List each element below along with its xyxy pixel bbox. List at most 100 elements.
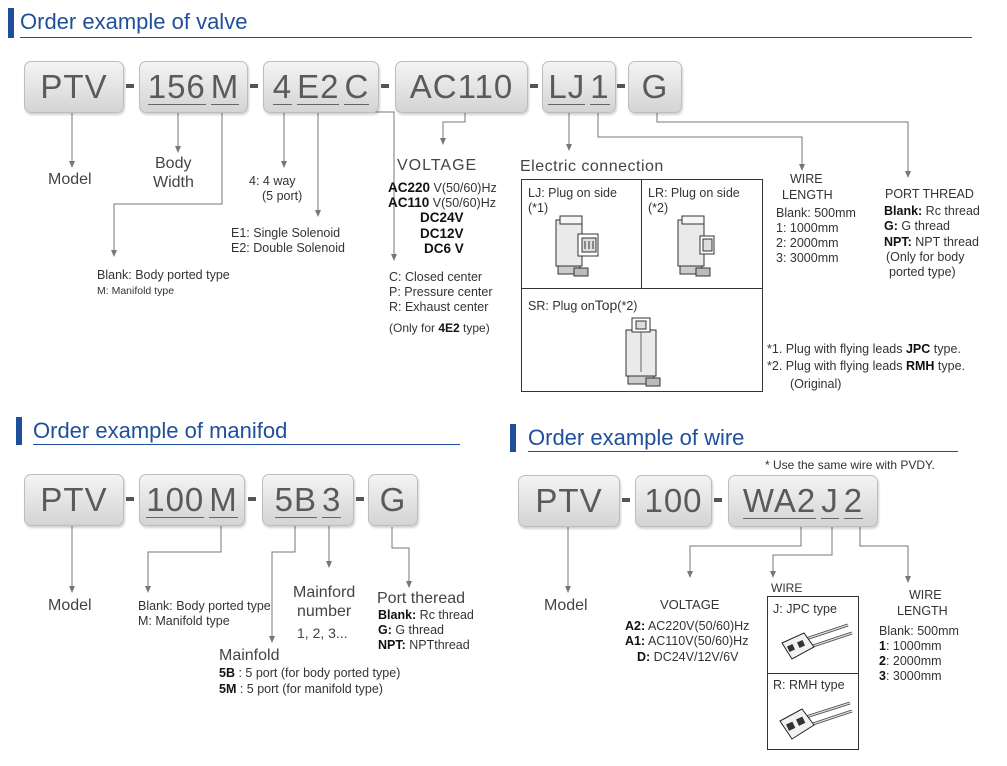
model-label: Model [48,171,92,188]
code-ptv: PTV [40,481,108,518]
dash [714,498,722,502]
port-thread-note2: ported type) [889,265,956,279]
voltage-hz: V(50/60)Hz [429,196,496,210]
wire-voltage-a1-code: A1: [625,634,646,648]
mainfold-5m-text: : 5 port [236,682,283,696]
body-type-blank: Blank: Body ported type [97,268,230,282]
dash [622,498,630,502]
mainford-number-title-1: Mainford [293,584,356,601]
center-p-text: Pressure center [400,285,493,299]
manifold-port-blank: Blank: Rc thread [378,608,474,623]
mainfold-5b-note: (for body ported type) [280,666,401,680]
dash [126,84,134,88]
wire-length-title-1: WIRE [790,172,823,186]
center-note-code: 4E2 [438,321,460,335]
code-100: 100 [644,482,703,519]
voltage-item: AC220 V(50/60)Hz [388,180,497,196]
body-type-m: M: Manifold type [97,285,175,297]
footnote-1-code: JPC [905,342,931,356]
wire-r-code: R: [773,678,786,692]
code-box-ptv: PTV [24,61,124,113]
body-width-label-1: Body [155,155,192,172]
sr-label: SR: Plug onTop(*2) [528,297,637,313]
wire-r-label: R: RMH type [773,678,845,692]
wire-length-item: 1: 1000mm [776,221,839,235]
manifold-body-blank: Blank: Body ported type [138,599,271,613]
wire-length-2-code: 2 [879,654,886,668]
footnote-2: *2. Plug with flying leads RMH type. [767,359,965,374]
center-r-code: R: [389,300,402,314]
electric-connection-table: LJ: Plug on side (*1) LR: Plug on side (… [521,179,763,392]
center-note-pre: (Only for [389,321,439,335]
table-divider [768,673,858,674]
port-blank-text: Rc thread [922,204,980,218]
port-g-text: G thread [897,219,951,233]
section-underline [20,37,972,38]
footnote-3: (Original) [790,377,842,391]
mainford-number-title-2: number [297,603,352,620]
wire-type-title: WIRE [771,581,803,595]
code-m: M [209,480,238,518]
section-title-manifold: Order example of manifod [33,418,288,443]
section-title-valve: Order example of valve [20,9,248,34]
wire-voltage-a2: A2: AC220V(50/60)Hz [625,619,749,634]
code-lj: LJ [548,67,586,105]
sr-top: Top [594,297,618,313]
code-156: 156 [147,67,206,105]
port-g-code: G: [884,219,898,233]
solenoid-e2: E2: Double Solenoid [231,241,345,256]
code-g: G [641,68,669,105]
plug-side-lr-image [677,215,715,277]
sr-code: SR: [528,299,549,313]
code-box-100: 100 [635,475,712,527]
solenoid-e2-text: Double Solenoid [249,241,345,255]
wire-length-item: 2: 2000mm [776,236,839,250]
voltage-item: DC12V [420,226,464,242]
wire-length-title-2: LENGTH [782,188,833,202]
wire-j-text: JPC type [782,602,837,616]
voltage-item: AC110 V(50/60)Hz [388,195,496,211]
voltage-code: AC110 [388,195,430,210]
voltage-item: DC24V [420,210,464,226]
center-c-code: C: [389,270,402,284]
voltage-item: DC6 V [424,241,464,257]
voltage-code: DC12V [420,226,464,241]
code-box-body: 100 M [139,474,245,526]
wire-length-blank: Blank: 500mm [879,624,959,638]
way-line1: 4: 4 way [249,174,296,188]
section-underline [528,451,958,452]
wire-length-3: 3: 3000mm [879,669,942,684]
mainford-number-values: 1, 2, 3... [297,625,348,641]
code-box-wire: WA2 J 2 [728,475,878,527]
model-label: Model [48,597,92,614]
body-width-label-2: Width [153,174,194,191]
footnote-2-post: type. [934,359,966,373]
wire-voltage-a2-code: A2: [625,619,646,633]
center-r: R: Exhaust center [389,300,488,315]
center-r-text: Exhaust center [401,300,489,314]
mainfold-5m-code: 5M [219,682,237,696]
wire-length-title-2: LENGTH [897,604,948,618]
port-thread-title: PORT THREAD [885,187,974,201]
manifold-port-npt-code: NPT: [378,638,406,652]
jpc-connector-image [781,623,853,660]
footnote-1: *1. Plug with flying leads JPC type. [767,342,961,357]
center-c-text: Closed center [401,270,483,284]
dash [356,497,364,501]
section-marker [8,8,14,38]
wire-note: * Use the same wire with PVDY. [765,458,935,472]
wire-voltage-d-text: DC24V/12V/6V [650,650,739,664]
solenoid-e1-code: E1: [231,226,250,240]
dash [126,497,134,501]
code-box-connection: LJ 1 [542,61,616,113]
port-npt-text: NPT thread [911,235,979,249]
wire-length-1-code: 1 [879,639,886,653]
footnote-2-code: RMH [905,359,935,373]
manifold-port-g-code: G: [378,623,392,637]
voltage-code: AC220 [388,180,431,195]
wire-length-2: 2: 2000mm [879,654,942,669]
manifold-port-g: G: G thread [378,623,444,638]
code-3: 3 [322,480,342,518]
footnote-1-post: type. [930,342,961,356]
manifold-port-npt: NPT: NPTthread [378,638,470,653]
